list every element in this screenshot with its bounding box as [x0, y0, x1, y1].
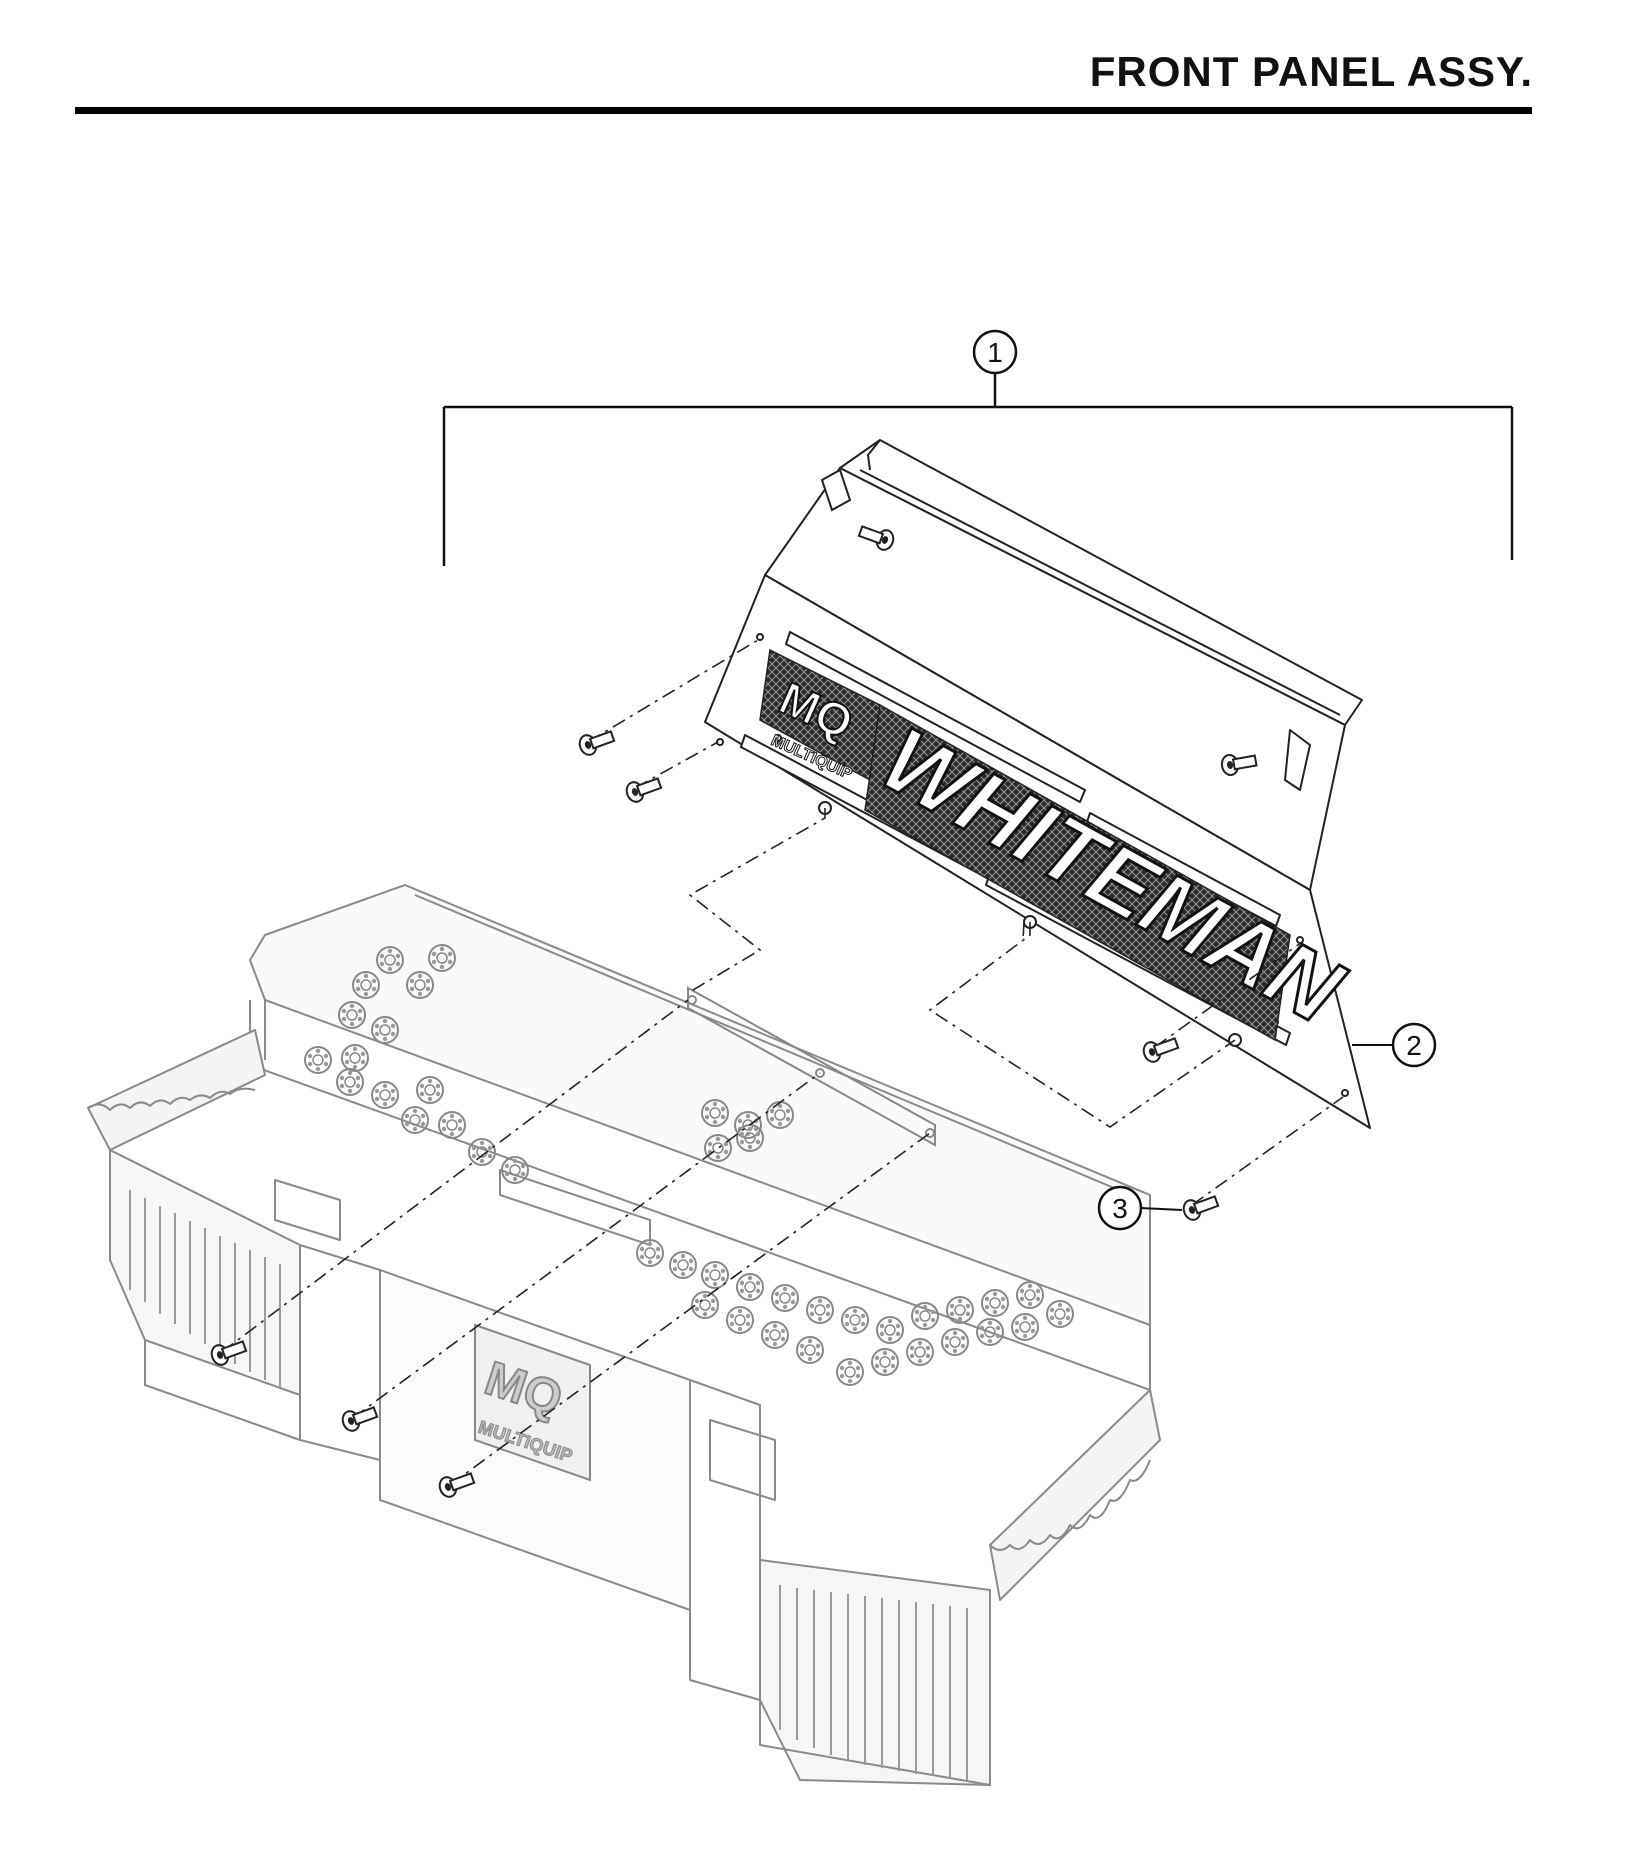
assembly-lines: [221, 639, 1344, 1486]
right-grille: [779, 1585, 968, 1780]
panel-top-screw: [820, 468, 897, 554]
page-title: FRONT PANEL ASSY.: [1089, 48, 1533, 95]
callout-3: 3: [1097, 1185, 1183, 1231]
left-grille: [129, 1190, 281, 1388]
callout-1: 1: [972, 329, 1018, 375]
callout-2-label: 2: [1406, 1030, 1422, 1061]
callout-2: 2: [1352, 1022, 1437, 1068]
deck-mounting-bracket: [687, 986, 936, 1147]
header-rule: [75, 107, 1532, 114]
callout-1-label: 1: [987, 337, 1003, 368]
callout-3-label: 3: [1112, 1193, 1128, 1224]
machine-mq-badge: MQ MULTIQUIP: [474, 1323, 591, 1482]
assembly-bracket: [442, 371, 1514, 566]
